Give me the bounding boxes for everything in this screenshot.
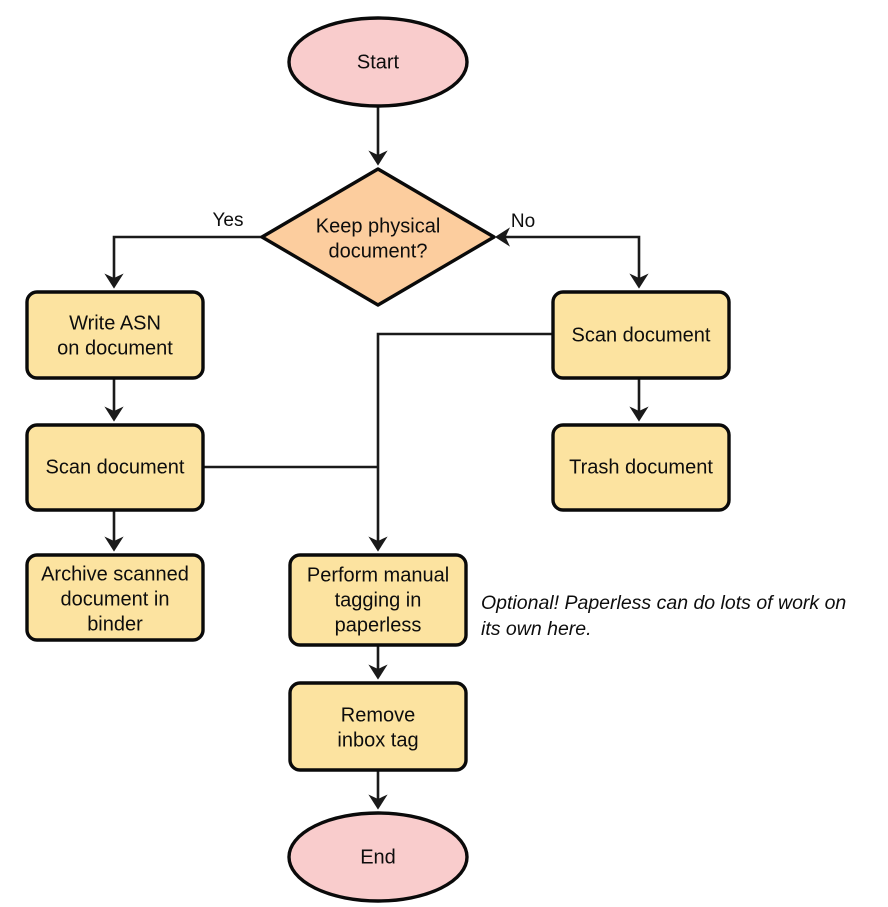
edge-label-layer: Yes No: [213, 210, 536, 232]
archive-binder-box-shape: [25, 553, 205, 642]
node-trash-document[interactable]: Trash document: [551, 423, 731, 512]
decision-label-line2: document?: [329, 240, 428, 262]
decision-diamond-shape: [260, 167, 496, 307]
start-ellipse-shape: [287, 16, 469, 108]
node-perform-manual-tagging[interactable]: Perform manual tagging in paperless: [288, 553, 468, 647]
manual-tagging-label-line2: tagging in: [335, 589, 422, 611]
archive-binder-label-line1: Archive scanned: [41, 563, 189, 585]
optional-note-line1: Optional! Paperless can do lots of work …: [481, 592, 846, 614]
manual-tagging-box-shape: [288, 553, 468, 647]
end-ellipse-shape: [287, 811, 469, 903]
edge-layer: [104, 106, 649, 810]
edge-scan-right-to-manual-tagging: [368, 332, 553, 552]
write-asn-label-line2: on document: [57, 337, 173, 359]
decision-label-line1: Keep physical: [316, 215, 441, 237]
edge-decision-no-to-scan-right: [494, 227, 649, 289]
node-write-asn-on-document[interactable]: Write ASN on document: [25, 290, 205, 380]
end-label: End: [360, 846, 396, 868]
annotation-optional-note: Optional! Paperless can do lots of work …: [481, 592, 846, 640]
write-asn-label-line1: Write ASN: [69, 312, 161, 334]
remove-inbox-tag-box-shape: [288, 681, 468, 772]
write-asn-box-shape: [25, 290, 205, 380]
node-remove-inbox-tag[interactable]: Remove inbox tag: [288, 681, 468, 772]
edge-decision-yes-to-write-asn: [104, 235, 262, 289]
node-start[interactable]: Start: [287, 16, 469, 108]
edge-label-no: No: [511, 211, 535, 232]
scan-document-right-label: Scan document: [572, 324, 711, 346]
scan-document-left-label: Scan document: [46, 456, 185, 478]
scan-document-left-box-shape: [25, 423, 205, 512]
archive-binder-label-line3: binder: [87, 613, 143, 635]
node-decision-keep-physical-document[interactable]: Keep physical document?: [260, 167, 496, 307]
trash-document-box-shape: [551, 423, 731, 512]
archive-binder-label-line2: document in: [61, 588, 170, 610]
trash-document-label: Trash document: [569, 456, 713, 478]
node-archive-scanned-document-in-binder[interactable]: Archive scanned document in binder: [25, 553, 205, 642]
manual-tagging-label-line3: paperless: [335, 614, 422, 636]
node-scan-document-left[interactable]: Scan document: [25, 423, 205, 512]
optional-note-line2: its own here.: [481, 618, 592, 640]
edge-label-yes: Yes: [213, 210, 244, 231]
node-scan-document-right[interactable]: Scan document: [551, 290, 731, 380]
scan-document-right-box-shape: [551, 290, 731, 380]
remove-inbox-tag-label-line1: Remove: [341, 704, 415, 726]
node-end[interactable]: End: [287, 811, 469, 903]
start-label: Start: [357, 51, 400, 73]
manual-tagging-label-line1: Perform manual: [307, 564, 449, 586]
remove-inbox-tag-label-line2: inbox tag: [337, 729, 418, 751]
